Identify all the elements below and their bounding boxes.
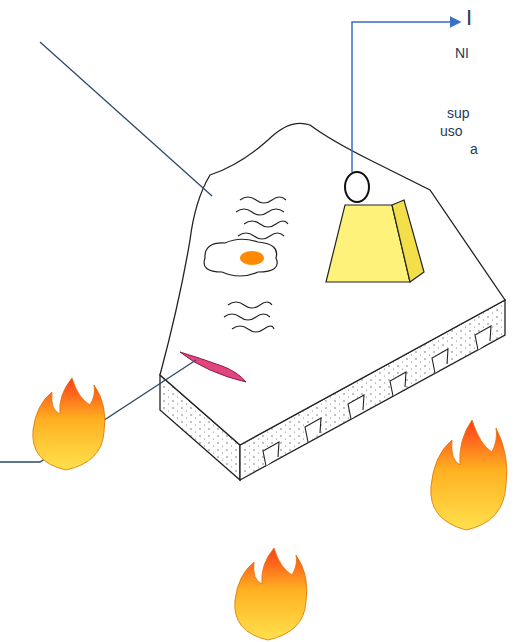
heat-waves: [224, 302, 274, 332]
egg-yolk: [240, 251, 264, 265]
weight-side: [392, 200, 424, 282]
flames: [33, 378, 507, 640]
fried-egg: [204, 239, 277, 276]
label-text: I: [466, 6, 472, 30]
crack: [180, 352, 246, 382]
weight-ring: [345, 172, 369, 202]
label-text: uso: [440, 124, 463, 139]
label-text: sup: [447, 106, 470, 121]
label-text: NI: [455, 46, 469, 61]
leader-line: [40, 42, 212, 196]
leader-arrow: [352, 22, 460, 172]
heat-waves: [236, 197, 288, 239]
slab-top-face: [160, 123, 505, 445]
label-text: a: [470, 142, 478, 157]
